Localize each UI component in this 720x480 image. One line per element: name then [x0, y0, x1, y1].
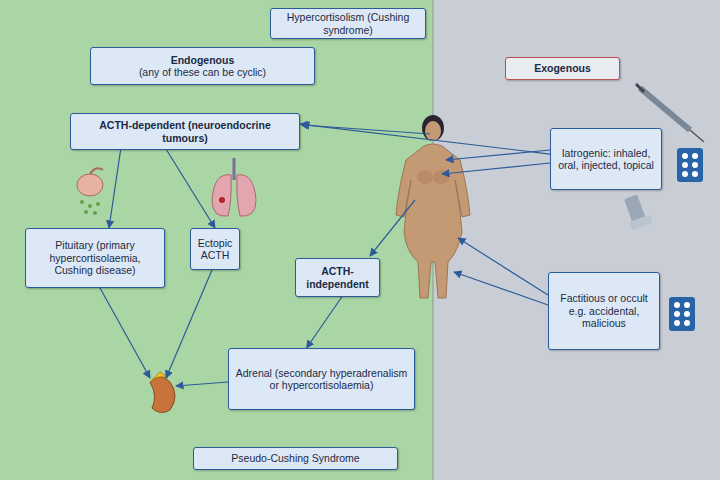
flow-connector [307, 297, 342, 348]
process-box: Iatrogenic: inhaled, oral, injected, top… [550, 128, 662, 190]
title-box: Hypercortisolism (Cushing syndrome) [270, 8, 426, 39]
process-box: ACTH-dependent (neuroendocrine tumours) [70, 113, 300, 150]
node-text: Endogenous [171, 54, 235, 67]
adrenal-kidney-icon [150, 372, 175, 413]
node-text: (any of these can be cyclic) [139, 66, 266, 79]
node-text: Pseudo-Cushing Syndrome [231, 452, 359, 465]
endogenous-panel [0, 0, 433, 480]
process-box: ACTH-independent [295, 258, 380, 297]
pill-pack-icon [669, 297, 695, 331]
category-box: Endogenous(any of these can be cyclic) [90, 47, 315, 85]
process-box: Ectopic ACTH [190, 228, 240, 270]
node-text: Factitious or occult e.g. accidental, ma… [554, 292, 654, 330]
category-box: Exogenous [505, 57, 620, 80]
patient-figure [396, 115, 470, 298]
node-text: Pituitary (primary hypercortisolaemia, C… [31, 239, 159, 277]
process-box: Factitious or occult e.g. accidental, ma… [548, 272, 660, 350]
node-text: Iatrogenic: inhaled, oral, injected, top… [556, 147, 656, 172]
exogenous-panel [433, 0, 720, 480]
pituitary-icon [77, 168, 103, 215]
flow-connector [167, 150, 215, 228]
process-box: Pituitary (primary hypercortisolaemia, C… [25, 228, 165, 288]
process-box: Pseudo-Cushing Syndrome [193, 447, 398, 470]
node-text: Adrenal (secondary hyperadrenalism or hy… [234, 367, 409, 392]
inhaler-icon [624, 194, 653, 230]
node-text: ACTH-independent [301, 265, 374, 290]
flow-connector [109, 150, 121, 228]
node-text: Hypercortisolism (Cushing syndrome) [276, 11, 420, 36]
node-text: Exogenous [534, 62, 591, 75]
lungs-icon [212, 158, 256, 216]
flow-arrow [100, 125, 550, 386]
node-text: ACTH-dependent (neuroendocrine tumours) [76, 119, 294, 144]
node-text: Ectopic ACTH [196, 237, 234, 262]
pill-pack-icon [677, 148, 703, 182]
flow-connector [300, 124, 550, 154]
process-box: Adrenal (secondary hyperadrenalism or hy… [228, 348, 415, 410]
